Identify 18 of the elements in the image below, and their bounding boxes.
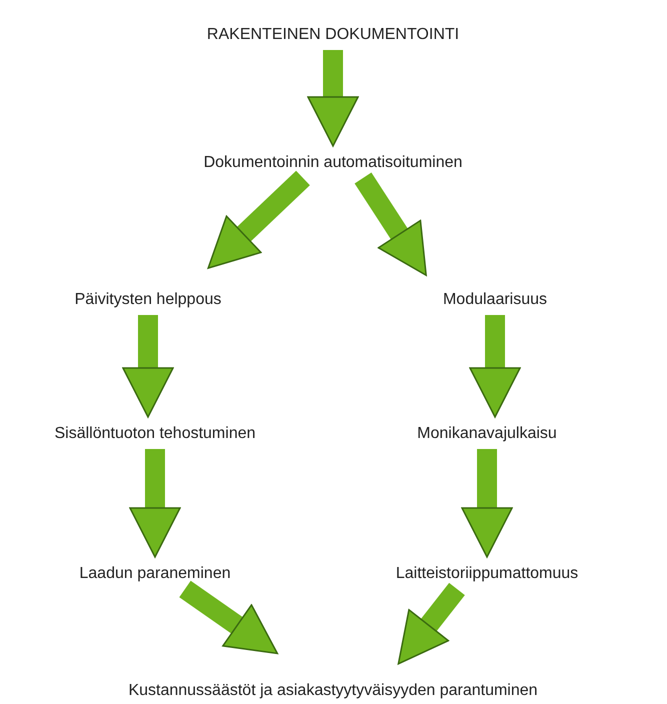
arrow [207, 170, 310, 269]
flow-step-text: Laadun paraneminen [75, 559, 235, 589]
arrow [307, 50, 359, 147]
arrow [129, 449, 181, 558]
arrow [354, 172, 427, 276]
flow-step-text: Modulaarisuus [438, 285, 552, 315]
flow-step-text: Dokumentoinnin automatisoituminen [200, 148, 466, 178]
arrow [469, 315, 521, 418]
arrow [179, 580, 278, 654]
arrow [461, 449, 513, 558]
arrow [398, 582, 465, 665]
flow-step-text: Päivitysten helppous [70, 285, 226, 315]
flow-step-text: Laitteistoriippumattomuus [392, 559, 582, 589]
flow-step-text: RAKENTEINEN DOKUMENTOINTI [202, 20, 464, 50]
flow-step-text: Sisällöntuoton tehostuminen [50, 419, 260, 449]
flow-step-text: Monikanavajulkaisu [413, 419, 561, 449]
flow-step-text: Kustannussäästöt ja asiakastyytyväisyyden parantuminen [124, 676, 542, 704]
arrow [122, 315, 174, 418]
